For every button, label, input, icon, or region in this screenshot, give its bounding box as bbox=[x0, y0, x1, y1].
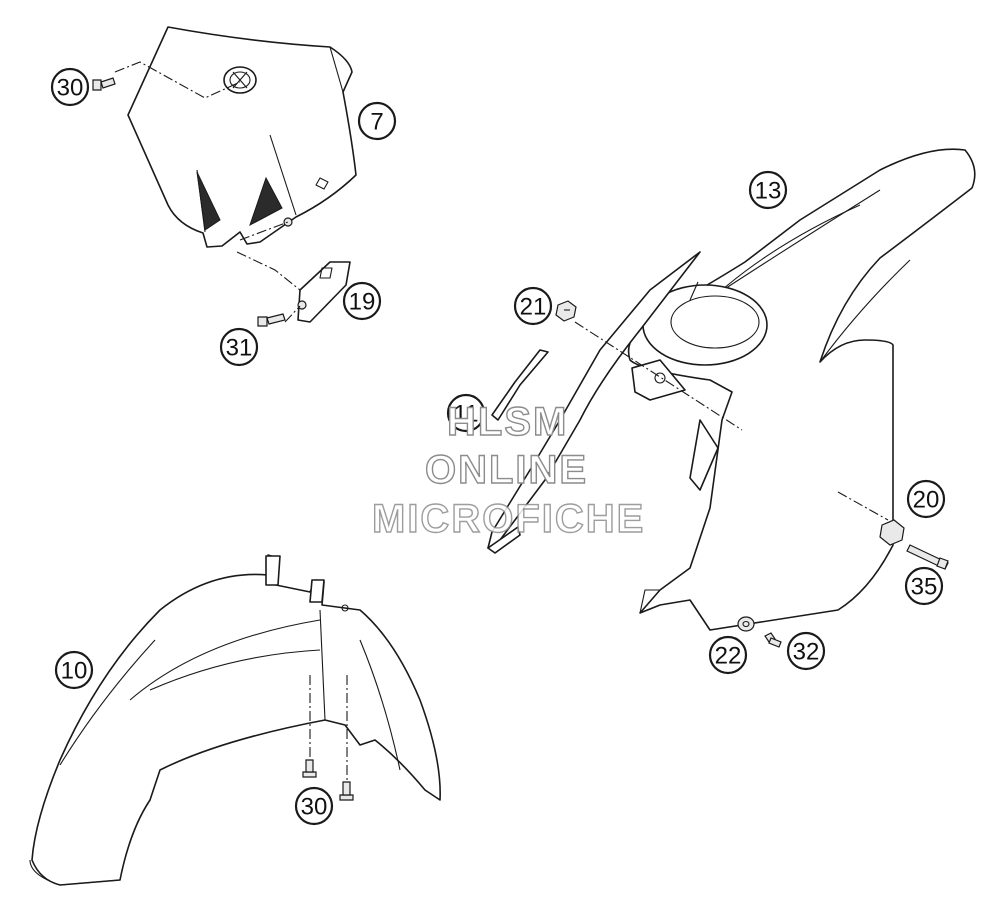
screw-35 bbox=[906, 544, 949, 570]
callout-label: 7 bbox=[370, 109, 383, 136]
screw-30-top bbox=[92, 77, 116, 91]
callout-32: 32 bbox=[786, 631, 826, 671]
washer-22 bbox=[737, 616, 755, 632]
nut-20 bbox=[879, 519, 905, 546]
callout-label: 13 bbox=[755, 178, 782, 205]
callout-21: 21 bbox=[513, 286, 553, 326]
bracket-part bbox=[283, 217, 351, 323]
rear-fender-part bbox=[627, 148, 976, 631]
callout-13: 13 bbox=[748, 170, 788, 210]
callout-30-bottom: 30 bbox=[294, 786, 334, 826]
callout-20: 20 bbox=[906, 479, 946, 519]
callout-22: 22 bbox=[708, 635, 748, 675]
callout-label: 19 bbox=[349, 289, 376, 316]
callout-19: 19 bbox=[342, 281, 382, 321]
callout-label: 10 bbox=[61, 658, 88, 685]
callout-7: 7 bbox=[357, 101, 397, 141]
callout-label: 21 bbox=[520, 294, 547, 321]
callout-10: 10 bbox=[54, 650, 94, 690]
screw-30-bottom bbox=[302, 759, 354, 801]
side-panel-part bbox=[487, 251, 719, 554]
callout-label: 20 bbox=[913, 487, 940, 514]
callout-label: 11 bbox=[454, 401, 479, 428]
watermark-line-3: MICROFICHE bbox=[371, 496, 646, 541]
screw-32 bbox=[764, 632, 782, 648]
callout-label: 35 bbox=[911, 574, 938, 601]
callout-35: 35 bbox=[904, 566, 944, 606]
front-fender-part bbox=[29, 554, 441, 886]
callout-31: 31 bbox=[219, 327, 259, 367]
number-plate-part bbox=[127, 26, 357, 248]
callout-label: 32 bbox=[793, 639, 820, 666]
callout-30-top: 30 bbox=[50, 67, 90, 107]
callout-11: 11 bbox=[446, 393, 486, 433]
screw-31 bbox=[257, 313, 286, 327]
watermark-line-2: ONLINE bbox=[424, 447, 589, 492]
callout-label: 31 bbox=[226, 335, 253, 362]
callout-label: 22 bbox=[715, 643, 742, 670]
callout-label: 30 bbox=[57, 75, 84, 102]
callout-label: 30 bbox=[301, 794, 328, 821]
nut-21 bbox=[555, 300, 577, 322]
watermark-line-1: HLSM bbox=[446, 399, 569, 444]
